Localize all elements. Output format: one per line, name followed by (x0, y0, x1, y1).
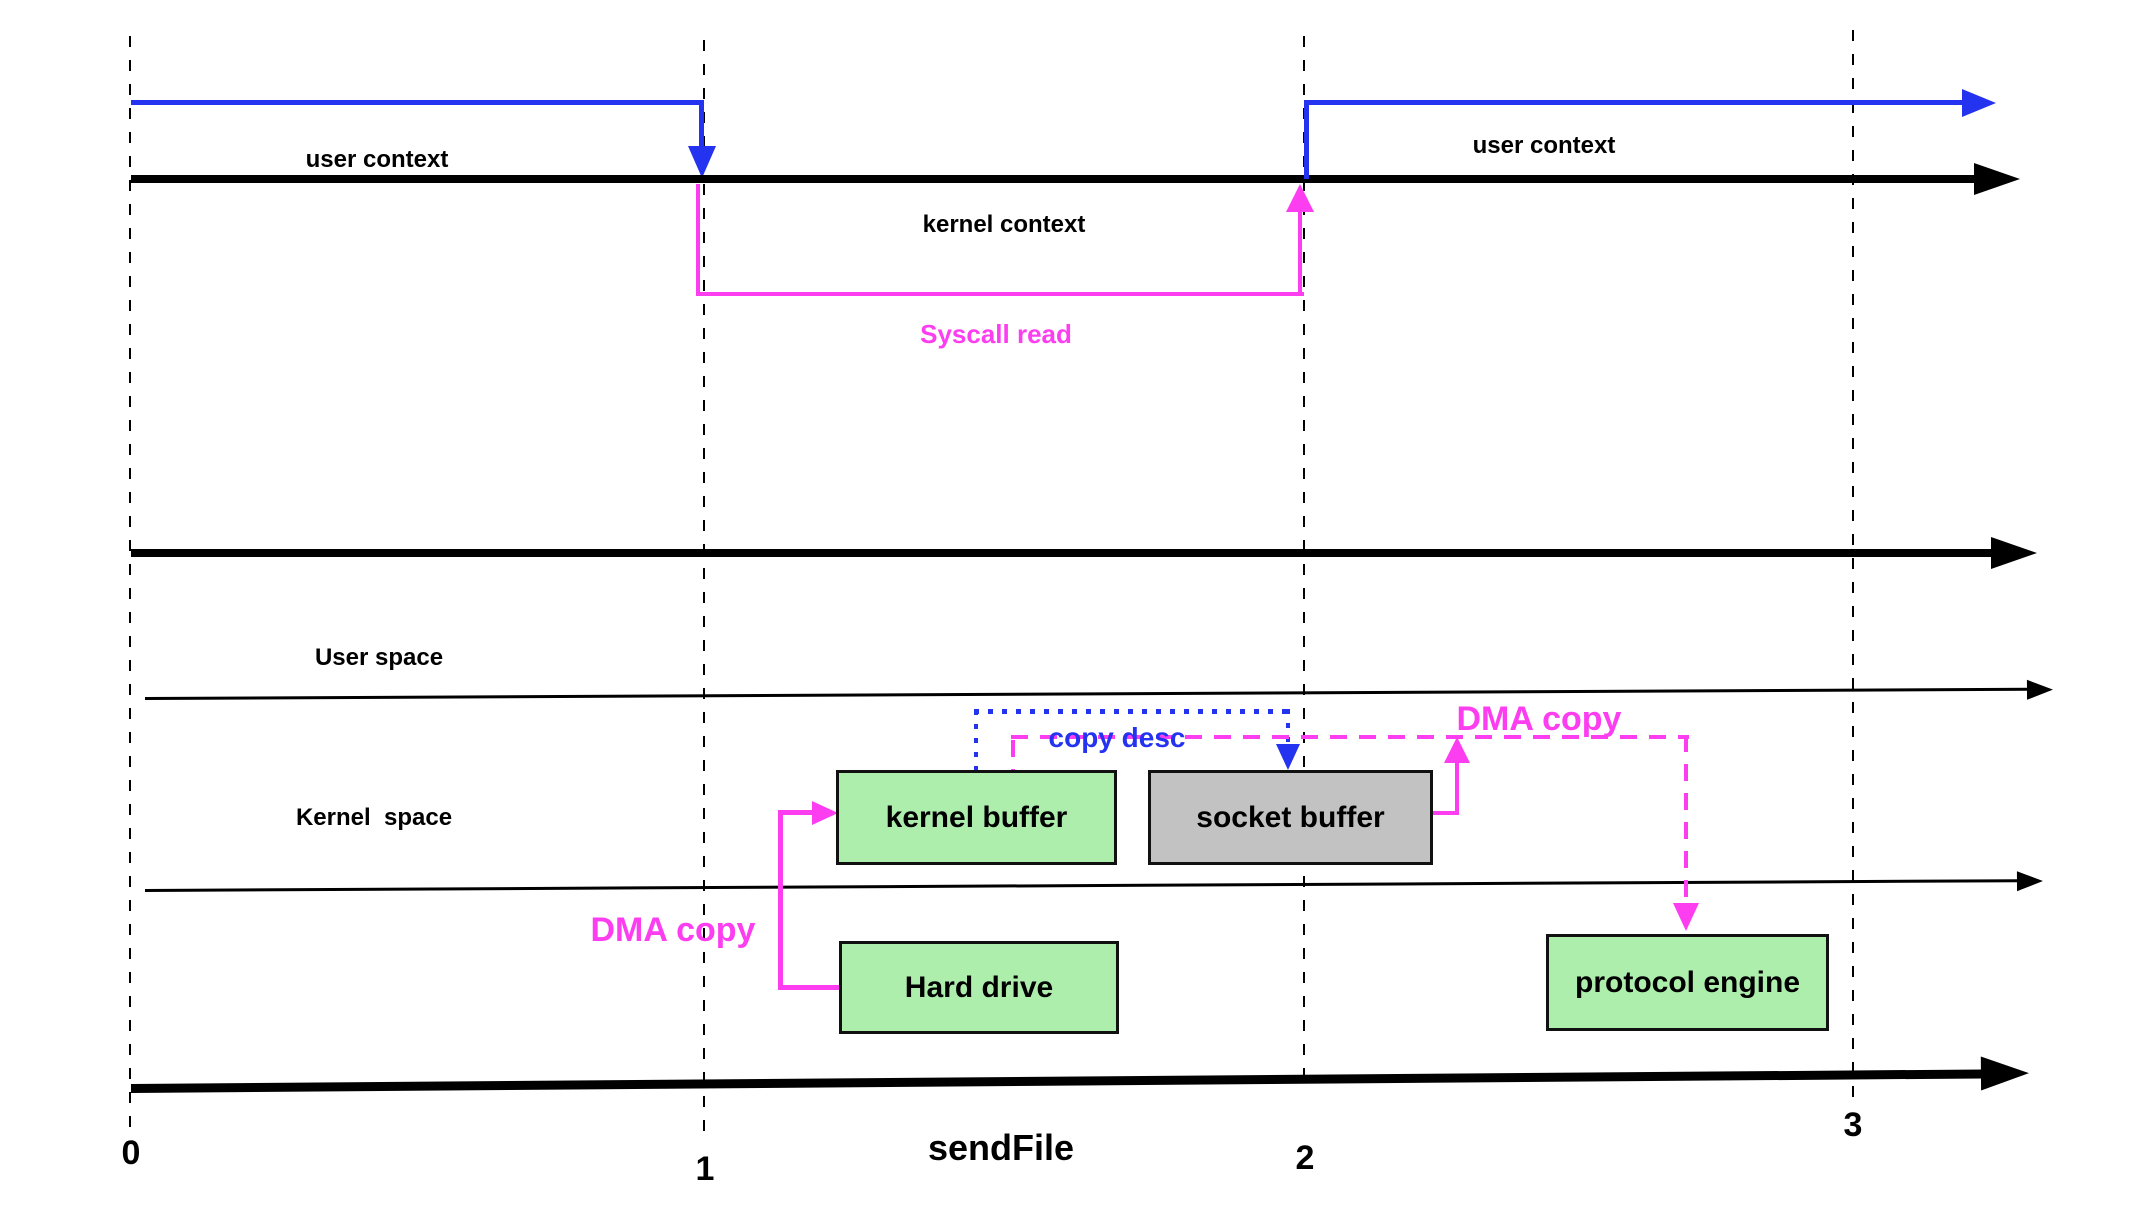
user-context-line-right (1304, 100, 1964, 105)
middle-axis-line (131, 549, 1993, 557)
user-context-line-left (131, 100, 703, 105)
protocol-engine-label: protocol engine (1575, 965, 1800, 999)
label-dma-copy-left: DMA copy (590, 911, 756, 949)
box-protocol-engine: protocol engine (1546, 934, 1829, 1031)
time-gridline-0 (129, 36, 131, 1136)
time-axis-arrowhead-icon (1980, 1056, 2030, 1091)
user-context-rise-line (1304, 103, 1309, 179)
label-user-context-left: user context (305, 146, 449, 173)
user-context-right-arrow-icon (1962, 89, 1996, 117)
copy-desc-dotted-right (1286, 709, 1290, 745)
context-axis-arrowhead-icon (1974, 163, 2020, 195)
time-axis-line (130, 1069, 1983, 1093)
time-tick-3: 3 (1843, 1106, 1863, 1144)
harddrive-dma-top (778, 810, 814, 815)
user-space-boundary-line (144, 687, 2029, 700)
harddrive-dma-arrow-icon (812, 801, 838, 825)
copy-desc-dotted-left (974, 710, 978, 770)
diagram-title: sendFile (927, 1127, 1075, 1168)
label-syscall-read: Syscall read (920, 319, 1072, 349)
harddrive-dma-vertical (778, 810, 783, 990)
kernel-space-boundary-line (144, 879, 2019, 892)
socket-buffer-label: socket buffer (1196, 800, 1385, 834)
time-tick-2: 2 (1295, 1139, 1315, 1177)
time-axis (130, 1056, 2031, 1105)
syscall-return-up-arrow-icon (1286, 184, 1314, 212)
dma-dashed-stub (1011, 740, 1015, 771)
label-kernel-space: Kernel space (295, 804, 453, 831)
time-gridline-3 (1852, 30, 1854, 1105)
syscall-line-down (696, 184, 700, 296)
time-gridline-2 (1303, 36, 1305, 1086)
middle-axis-arrowhead-icon (1991, 537, 2037, 569)
harddrive-dma-bottom (778, 985, 842, 990)
context-axis (131, 163, 2021, 195)
socket-up-stub (1431, 811, 1459, 815)
time-tick-1: 1 (695, 1150, 715, 1188)
time-gridline-1 (703, 40, 705, 1140)
user-context-drop-line (699, 100, 704, 150)
user-space-boundary-arrowhead-icon (2026, 679, 2054, 700)
context-switch-down-arrow-icon (688, 146, 716, 178)
socket-up-arrow-icon (1444, 737, 1470, 763)
box-kernel-buffer: kernel buffer (836, 770, 1117, 865)
box-hard-drive: Hard drive (839, 941, 1119, 1034)
dma-dashed-horizontal (1011, 735, 1689, 739)
dma-dashed-down-arrow-icon (1673, 903, 1699, 931)
label-user-context-right: user context (1472, 132, 1616, 159)
kernel-buffer-label: kernel buffer (885, 800, 1068, 834)
dma-dashed-vertical (1684, 735, 1688, 905)
socket-up-line (1455, 763, 1459, 815)
syscall-line-bottom (696, 292, 1304, 296)
copy-desc-down-arrow-icon (1276, 744, 1300, 770)
label-dma-copy-right: DMA copy (1456, 700, 1622, 738)
label-user-space: User space (314, 644, 444, 671)
context-axis-line (131, 175, 1976, 183)
hard-drive-label: Hard drive (904, 970, 1054, 1004)
kernel-space-boundary-arrowhead-icon (2016, 871, 2044, 892)
box-socket-buffer: socket buffer (1148, 770, 1433, 865)
middle-axis (131, 537, 2041, 569)
time-tick-0: 0 (121, 1134, 141, 1172)
label-kernel-context: kernel context (922, 211, 1086, 238)
label-copy-desc: copy desc (1048, 722, 1186, 753)
syscall-line-up (1298, 212, 1302, 296)
copy-desc-dotted-top (974, 709, 1290, 714)
kernel-space-boundary (144, 866, 2045, 906)
